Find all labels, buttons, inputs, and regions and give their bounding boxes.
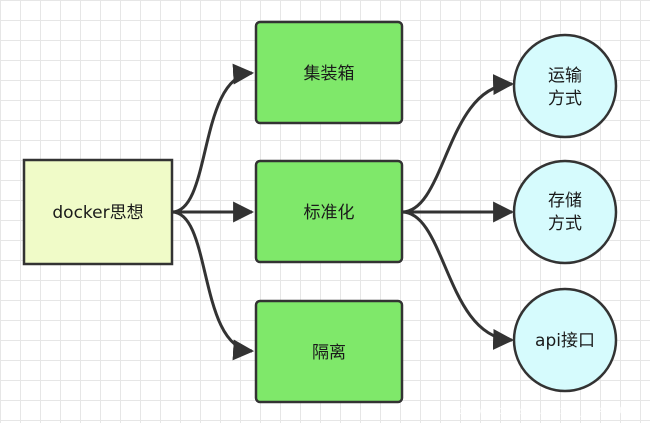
outcome-node-circle — [512, 287, 618, 393]
edge-root-to-isolation — [171, 210, 255, 361]
outcome-node-storage: 存储 方式 — [512, 159, 618, 265]
edge-standardization-to-api — [401, 210, 515, 350]
outcome-node-label-line1: 存储 — [548, 191, 582, 211]
edge-standardization-to-transport — [401, 74, 515, 214]
concept-node-container: 集装箱 — [254, 20, 404, 125]
concept-node-box — [254, 299, 404, 404]
concept-node-box — [254, 159, 404, 264]
concept-node-label: 隔离 — [312, 343, 346, 363]
outcome-node-transport: 运输 方式 — [512, 33, 618, 139]
edge-root-to-container — [171, 63, 255, 214]
concept-node-label: 标准化 — [304, 203, 355, 223]
concept-node-standardization: 标准化 — [254, 159, 404, 264]
edges — [171, 63, 515, 361]
watermark-text: https://blog.csdn.net/qq_41422003 — [447, 404, 640, 417]
outcome-node-circle — [512, 159, 618, 265]
concept-node-isolation: 隔离 — [254, 299, 404, 404]
outcome-node-circle — [512, 33, 618, 139]
outcome-node-label-line2: 方式 — [548, 89, 582, 109]
concept-node-label: 集装箱 — [304, 64, 355, 84]
root-node: docker思想 — [22, 158, 174, 266]
outcome-node-api: api接口 — [512, 287, 618, 393]
outcome-node-label-line1: 运输 — [548, 66, 582, 86]
root-node-box — [22, 158, 174, 266]
root-node-label: docker思想 — [52, 203, 143, 223]
outcome-node-label-line2: 方式 — [548, 214, 582, 234]
outcome-node-label: api接口 — [535, 331, 595, 351]
concept-node-box — [254, 20, 404, 125]
